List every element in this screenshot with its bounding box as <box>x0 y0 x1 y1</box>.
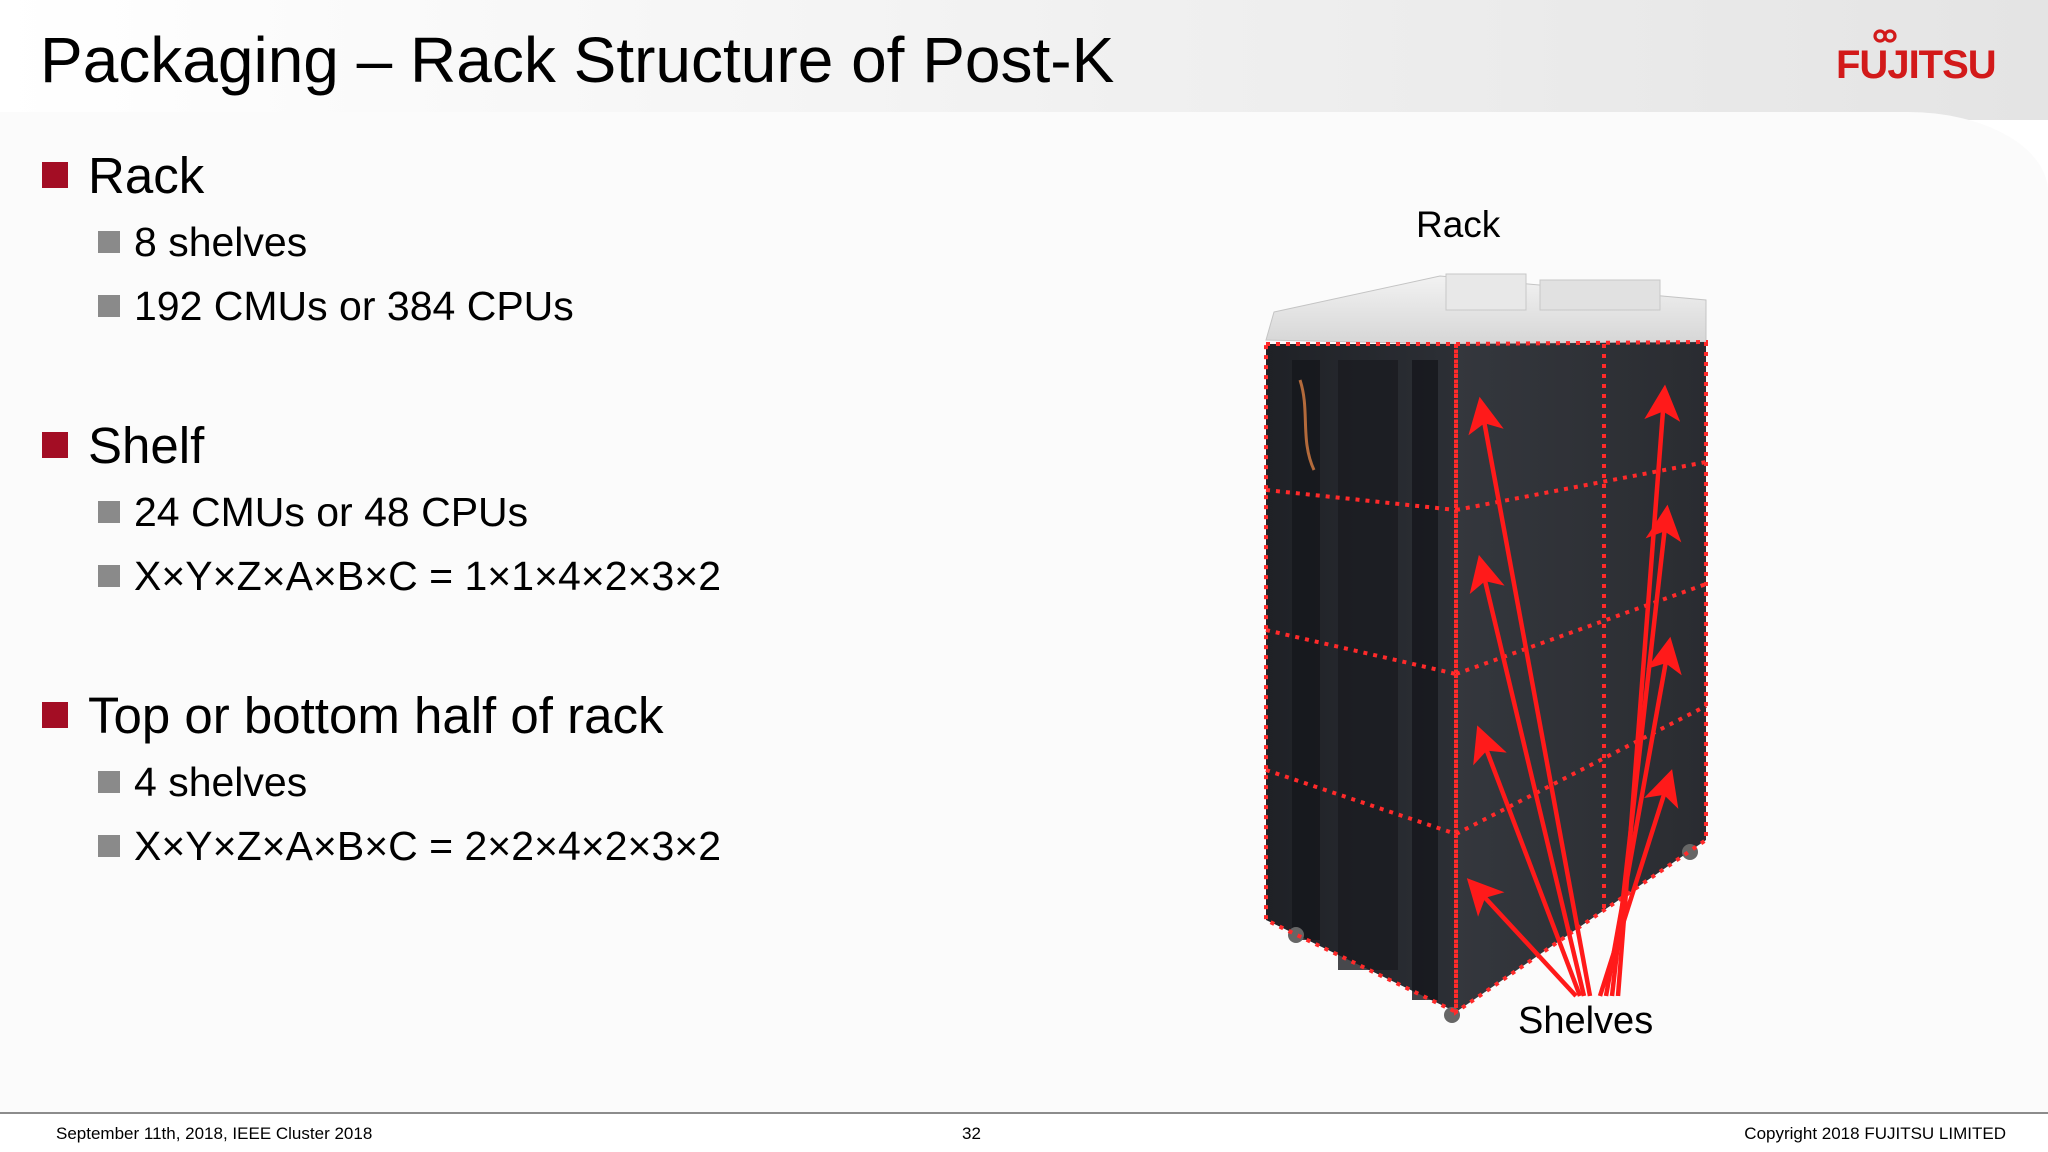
sub-bullet-square-icon <box>98 231 120 253</box>
footer-divider <box>0 1112 2048 1114</box>
bullet-list: Rack 8 shelves 192 CMUs or 384 CPUs Shel… <box>42 140 1192 878</box>
sub-bullet-text: 4 shelves <box>134 758 308 805</box>
bullet-rack: Rack <box>42 140 1192 210</box>
sub-bullet-square-icon <box>98 295 120 317</box>
rack-door-panel <box>1338 360 1398 970</box>
sub-bullet-text: 8 shelves <box>134 218 308 265</box>
sub-bullet-text: 192 CMUs or 384 CPUs <box>134 282 574 329</box>
sub-bullet-square-icon <box>98 771 120 793</box>
front-shelf-outlines <box>1264 342 1458 1016</box>
slide-title: Packaging – Rack Structure of Post-K <box>40 24 1115 96</box>
sub-bullet-text: 24 CMUs or 48 CPUs <box>134 488 529 535</box>
sub-bullet: 4 shelves <box>98 750 1192 814</box>
page-number: 32 <box>962 1124 981 1143</box>
sub-bullet-square-icon <box>98 565 120 587</box>
bullet-label: Shelf <box>88 416 205 474</box>
bullet-square-icon <box>42 432 68 458</box>
rack-top-module <box>1539 279 1661 311</box>
rack-foot <box>1288 927 1304 943</box>
footer-copyright: Copyright 2018 FUJITSU LIMITED <box>1744 1124 2006 1143</box>
bullet-label: Rack <box>88 146 205 204</box>
sub-bullet: 8 shelves <box>98 210 1192 274</box>
rack-side-face <box>1456 342 1706 1012</box>
bullet-half-rack: Top or bottom half of rack <box>42 680 1192 750</box>
sub-bullet-text: X×Y×Z×A×B×C = 2×2×4×2×3×2 <box>134 822 722 869</box>
sub-bullet: 192 CMUs or 384 CPUs <box>98 274 1192 338</box>
fujitsu-logo: FUJITSU <box>1836 24 2014 96</box>
rack-door-panel <box>1292 360 1320 940</box>
header-band <box>0 0 2048 120</box>
rack-cable <box>1298 379 1316 471</box>
bullet-label: Top or bottom half of rack <box>88 686 664 744</box>
rack-door-panel <box>1412 360 1438 1000</box>
bullet-square-icon <box>42 162 68 188</box>
rack-label: Rack <box>1416 204 1501 245</box>
sub-bullet-text: X×Y×Z×A×B×C = 1×1×4×2×3×2 <box>134 552 722 599</box>
rack-illustration <box>1264 273 1708 1023</box>
sub-bullet: 24 CMUs or 48 CPUs <box>98 480 1192 544</box>
bullet-shelf: Shelf <box>42 410 1192 480</box>
logo-text: FUJITSU <box>1836 43 1997 87</box>
footer-event: September 11th, 2018, IEEE Cluster 2018 <box>56 1124 373 1143</box>
bullet-square-icon <box>42 702 68 728</box>
infinity-icon <box>1873 29 1897 43</box>
shelf-arrows <box>1466 384 1682 998</box>
rack-top-module <box>1445 273 1527 311</box>
sub-bullet: X×Y×Z×A×B×C = 2×2×4×2×3×2 <box>98 814 1192 878</box>
sub-bullet-square-icon <box>98 501 120 523</box>
shelves-label: Shelves <box>1518 1000 1654 1042</box>
sub-bullet: X×Y×Z×A×B×C = 1×1×4×2×3×2 <box>98 544 1192 608</box>
sub-bullet-square-icon <box>98 835 120 857</box>
